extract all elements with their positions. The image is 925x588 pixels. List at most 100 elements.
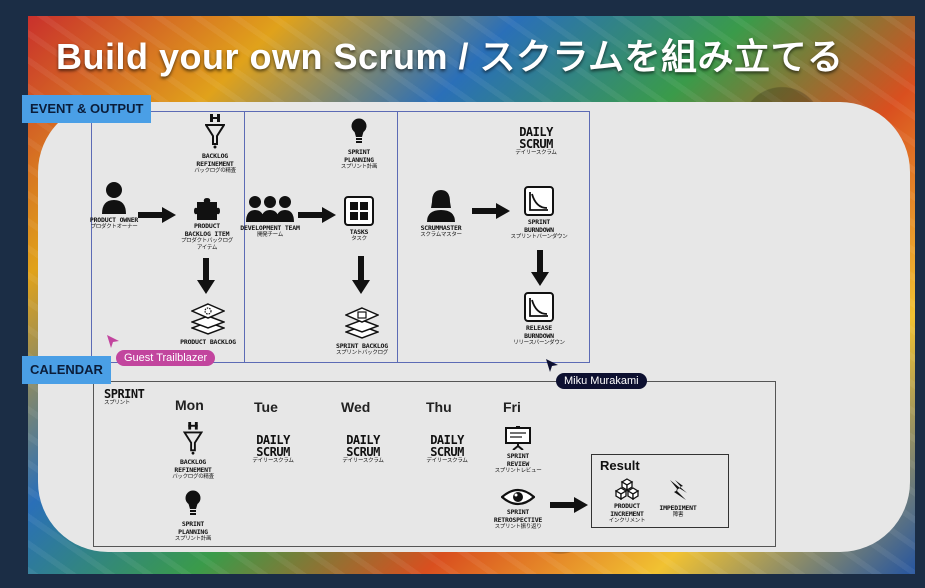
- sub-label: デイリースクラム: [426, 458, 468, 464]
- label: BACKLOG: [180, 458, 206, 466]
- node-sprint-burndown[interactable]: SPRINT BURNDOWN スプリントバーンダウン: [506, 186, 572, 241]
- label: INCREMENT: [610, 510, 644, 518]
- label: SPRINT: [506, 508, 530, 516]
- label: SPRINT: [181, 520, 205, 528]
- cal-node-daily-scrum-tue[interactable]: DAILY SCRUM デイリースクラム: [244, 434, 302, 465]
- label: DAILY: [346, 433, 380, 447]
- sub-label: スプリント振り返り: [494, 524, 542, 530]
- sub-label: バックログの精査: [194, 168, 236, 174]
- label: TASKS: [349, 228, 369, 236]
- task-board-icon: [344, 196, 374, 226]
- sub-label: デイリースクラム: [342, 458, 384, 464]
- cal-node-sprint-review[interactable]: SPRINT REVIEW スプリントレビュー: [492, 426, 544, 475]
- label: IMPEDIMENT: [659, 504, 697, 512]
- node-scrummaster[interactable]: SCRUMMASTER スクラムマスター: [410, 188, 472, 239]
- stack-icon: [191, 303, 225, 335]
- label: DAILY: [519, 125, 553, 139]
- whiteboard-canvas[interactable]: [38, 102, 910, 552]
- person-female-icon: [427, 190, 455, 222]
- result-box[interactable]: Result: [591, 454, 729, 528]
- arrow-right-icon: [472, 203, 510, 219]
- sub-label: 障害: [672, 512, 684, 518]
- label: REVIEW: [506, 460, 530, 468]
- label: REFINEMENT: [196, 160, 234, 168]
- node-development-team[interactable]: DEVELOPMENT TEAM 開発チーム: [240, 194, 300, 239]
- sub-label: プロダクトバックログ: [180, 238, 233, 244]
- label: SPRINT: [527, 218, 551, 226]
- section-label-calendar: CALENDAR: [22, 356, 111, 384]
- label: RELEASE: [526, 324, 552, 332]
- calendar-frame: [93, 381, 776, 547]
- calendar-sprint-label: SPRINT スプリント: [104, 387, 145, 407]
- section-label-event-output: EVENT & OUTPUT: [22, 95, 152, 123]
- arrow-down-icon: [352, 256, 370, 294]
- label: SPRINT: [347, 148, 371, 156]
- sub-label: スプリント: [104, 400, 131, 406]
- cursor-arrow-icon: [546, 359, 558, 372]
- node-release-burndown[interactable]: RELEASE BURNDOWN リリースバーンダウン: [508, 292, 570, 347]
- sub-label: 開発チーム: [257, 232, 283, 238]
- label: DEVELOPMENT TEAM: [240, 224, 300, 232]
- frame-scrummaster: [397, 111, 590, 363]
- label: SCRUMMASTER: [420, 224, 462, 232]
- arrow-down-icon: [531, 250, 549, 286]
- sub-label: リリースバーンダウン: [513, 340, 565, 346]
- node-product-backlog-item[interactable]: PRODUCT BACKLOG ITEM プロダクトバックログ アイテム: [174, 198, 240, 252]
- cal-node-sprint-planning[interactable]: SPRINT PLANNING スプリント計画: [162, 490, 224, 543]
- presentation-board-icon: [505, 426, 531, 450]
- cal-node-daily-scrum-thu[interactable]: DAILY SCRUM デイリースクラム: [418, 434, 476, 465]
- arrow-right-icon: [138, 207, 176, 223]
- node-product-owner[interactable]: PRODUCT OWNER プロダクトオーナー: [84, 180, 144, 231]
- result-title: Result: [600, 458, 640, 473]
- day-wed: Wed: [341, 399, 371, 415]
- label: DAILY: [256, 433, 290, 447]
- label: BURNDOWN: [524, 226, 554, 234]
- label: RETROSPECTIVE: [493, 516, 543, 524]
- burndown-chart-icon: [524, 186, 554, 216]
- sub-label: スプリントレビュー: [494, 468, 542, 474]
- sub-label: アイテム: [196, 245, 218, 251]
- sub-label: バックログの精査: [172, 474, 214, 480]
- node-sprint-planning[interactable]: SPRINT PLANNING スプリント計画: [326, 118, 392, 171]
- cursor-tag-guest: Guest Trailblazer: [116, 350, 216, 366]
- arrow-right-icon: [550, 497, 588, 513]
- label: BACKLOG: [202, 152, 228, 160]
- sub-label: デイリースクラム: [252, 458, 294, 464]
- sub-label: タスク: [351, 236, 367, 242]
- lightning-bolt-icon: [670, 480, 687, 500]
- sub-label: スクラムマスター: [420, 232, 462, 238]
- label: PRODUCT OWNER: [89, 216, 139, 224]
- node-sprint-backlog[interactable]: SPRINT BACKLOG スプリントバックログ: [330, 306, 394, 357]
- page-title: Build your own Scrum / スクラムを組み立てる: [56, 36, 844, 77]
- cal-node-sprint-retrospective[interactable]: SPRINT RETROSPECTIVE スプリント振り返り: [488, 488, 548, 531]
- label: SPRINT: [506, 452, 530, 460]
- node-backlog-refinement[interactable]: BACKLOG REFINEMENT バックログの精査: [180, 114, 250, 175]
- arrow-right-icon: [298, 207, 336, 223]
- sub-label: デイリースクラム: [515, 150, 557, 156]
- label: DAILY: [430, 433, 464, 447]
- cal-node-backlog-refinement[interactable]: BACKLOG REFINEMENT バックログの精査: [162, 422, 224, 481]
- label: SPRINT: [104, 387, 145, 401]
- label: SCRUM: [256, 445, 290, 459]
- team-icon: [246, 196, 294, 222]
- funnel-icon: [205, 114, 225, 149]
- node-daily-scrum[interactable]: DAILY SCRUM デイリースクラム: [506, 126, 566, 157]
- sub-label: スプリント計画: [174, 536, 212, 542]
- label: PRODUCT BACKLOG: [180, 338, 236, 346]
- result-product-increment[interactable]: PRODUCT INCREMENT インクリメント: [600, 478, 654, 525]
- label: BACKLOG ITEM: [184, 230, 230, 238]
- label: SCRUM: [430, 445, 464, 459]
- cal-node-daily-scrum-wed[interactable]: DAILY SCRUM デイリースクラム: [334, 434, 392, 465]
- node-product-backlog[interactable]: PRODUCT BACKLOG: [176, 302, 240, 346]
- node-tasks[interactable]: TASKS タスク: [336, 196, 382, 243]
- puzzle-piece-icon: [194, 198, 220, 220]
- label: PRODUCT: [614, 502, 640, 510]
- label: PLANNING: [178, 528, 208, 536]
- sub-label: インクリメント: [608, 518, 646, 524]
- result-impediment[interactable]: IMPEDIMENT 障害: [656, 478, 700, 519]
- label: REFINEMENT: [174, 466, 212, 474]
- day-fri: Fri: [503, 399, 521, 415]
- sub-label: スプリントバーンダウン: [510, 234, 568, 240]
- burndown-chart-icon: [524, 292, 554, 322]
- lightbulb-icon: [351, 118, 367, 143]
